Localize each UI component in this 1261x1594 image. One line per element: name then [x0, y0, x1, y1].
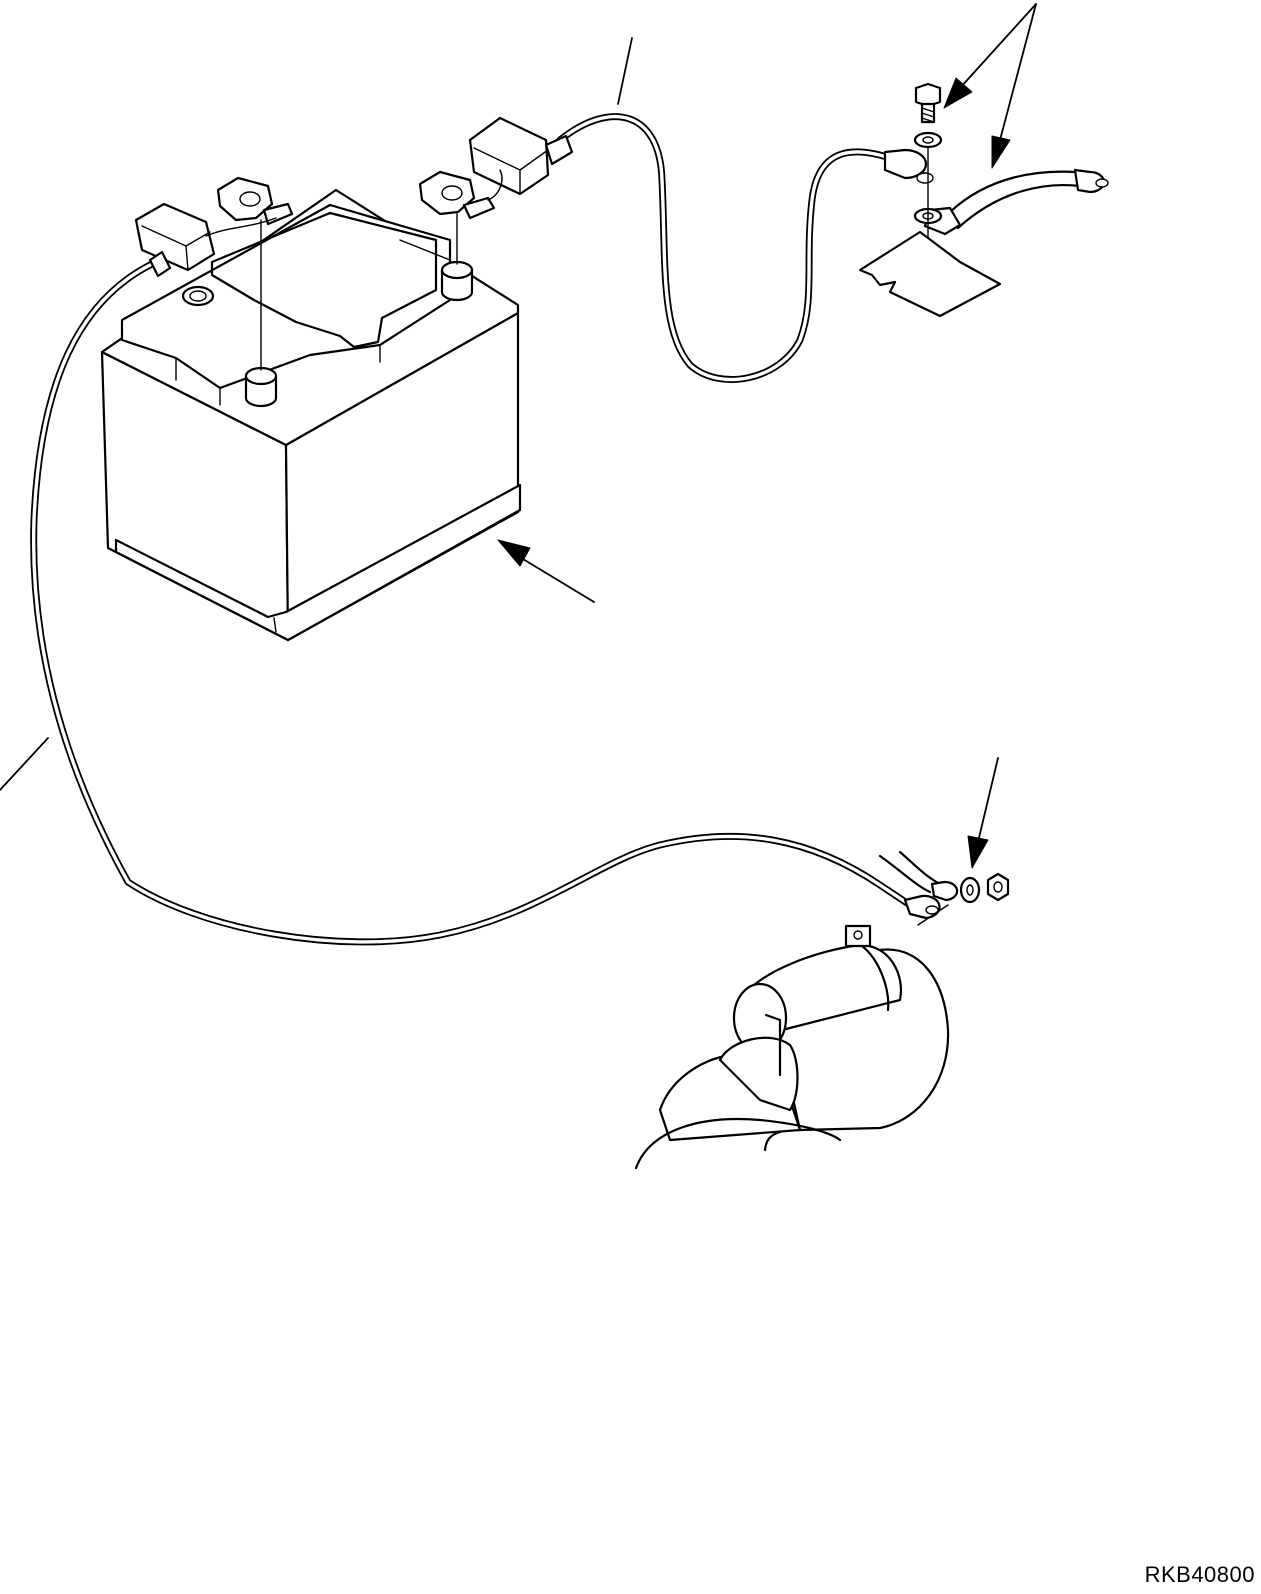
battery-base-edge [273, 617, 277, 633]
battery-vent-cap-inner [189, 290, 207, 302]
arrow-ground-bolt [943, 77, 973, 109]
leader-starter-cable [0, 737, 49, 791]
leader-starter-fasteners [977, 757, 999, 843]
starter-nose [718, 1036, 799, 1112]
starter-secondary-wire [878, 850, 959, 902]
figure-code: RKB40800 [1144, 1562, 1255, 1587]
vehicle-body-panel [858, 230, 1002, 318]
starter-cable-ferrule [148, 250, 172, 278]
ground-strap-band [948, 170, 1082, 230]
starter-motor [634, 924, 950, 1170]
starter-flange [634, 1118, 842, 1170]
ground-cable-boot [468, 116, 550, 196]
starter-fastener-stack [917, 872, 1010, 926]
ground-bolt-head [914, 82, 942, 108]
starter-terminal-centerline [917, 904, 949, 926]
leader-ground-cable [617, 37, 633, 105]
arrow-battery [497, 539, 531, 567]
ground-cable [418, 113, 934, 383]
leader-ground-strap [999, 3, 1037, 141]
battery [100, 188, 522, 642]
arrow-starter-fasteners [967, 835, 989, 869]
starter-cable [30, 176, 941, 946]
leader-ground-bolt [959, 3, 1037, 89]
ground-cable-ferrule [544, 134, 574, 166]
callout-leaders [0, 3, 1037, 869]
battery-lid [120, 203, 452, 390]
ground-bolt-stack [858, 82, 1002, 318]
leader-battery [517, 555, 595, 603]
battery-lid-step [175, 239, 451, 406]
battery-base-lip [114, 483, 522, 642]
starter-cable-boot [134, 202, 216, 272]
ground-strap [923, 168, 1109, 236]
ground-cable-ring-terminal [883, 148, 928, 180]
starter-secondary-terminal [930, 880, 959, 902]
battery-lid-channel [210, 211, 438, 349]
arrow-ground-strap [991, 135, 1011, 169]
